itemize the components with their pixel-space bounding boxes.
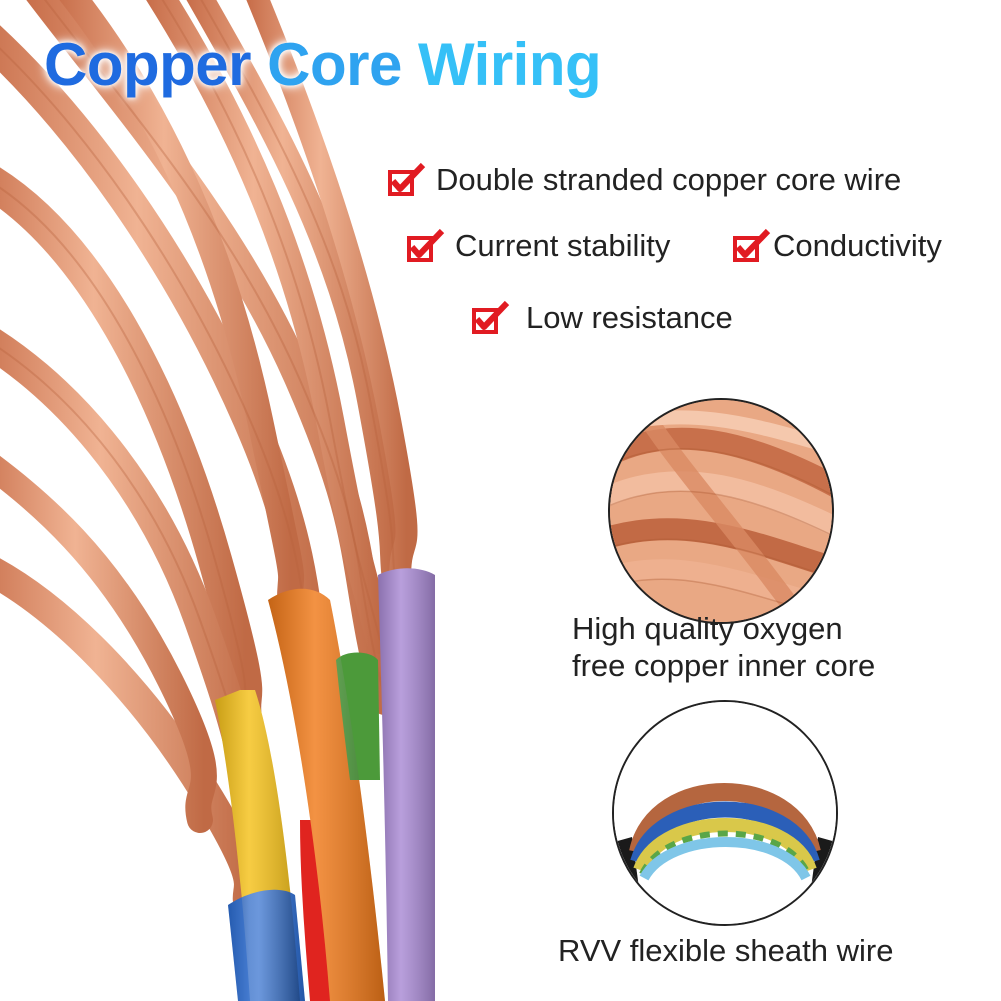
caption-line: High quality oxygen	[572, 611, 843, 646]
feature-label: Current stability	[455, 228, 671, 263]
copper-core-caption: High quality oxygen free copper inner co…	[572, 610, 875, 684]
caption-line: free copper inner core	[572, 648, 876, 683]
feature-double-stranded: Double stranded copper core wire	[386, 162, 901, 198]
page-title: Copper Core Wiring	[44, 30, 602, 99]
title-word-wiring: Wiring	[418, 31, 602, 98]
feature-current-stability: Current stability	[405, 228, 670, 264]
feature-label: Low resistance	[526, 300, 733, 335]
checkbox-check-icon	[386, 162, 426, 198]
checkbox-check-icon	[405, 228, 445, 264]
title-word-core: Core	[267, 31, 402, 98]
feature-conductivity: Conductivity	[731, 228, 942, 264]
feature-label: Double stranded copper core wire	[436, 162, 902, 197]
copper-core-closeup-image	[608, 398, 834, 624]
feature-label: Conductivity	[773, 228, 942, 263]
rvv-wire-caption: RVV flexible sheath wire	[558, 932, 893, 969]
wire-sheaths	[215, 568, 435, 1001]
rvv-sheath-wire-image	[612, 700, 838, 926]
checkbox-check-icon	[731, 228, 771, 264]
title-word-copper: Copper	[44, 31, 252, 98]
caption-line: RVV flexible sheath wire	[558, 933, 894, 968]
feature-low-resistance: Low resistance	[470, 300, 733, 336]
checkbox-check-icon	[470, 300, 510, 336]
